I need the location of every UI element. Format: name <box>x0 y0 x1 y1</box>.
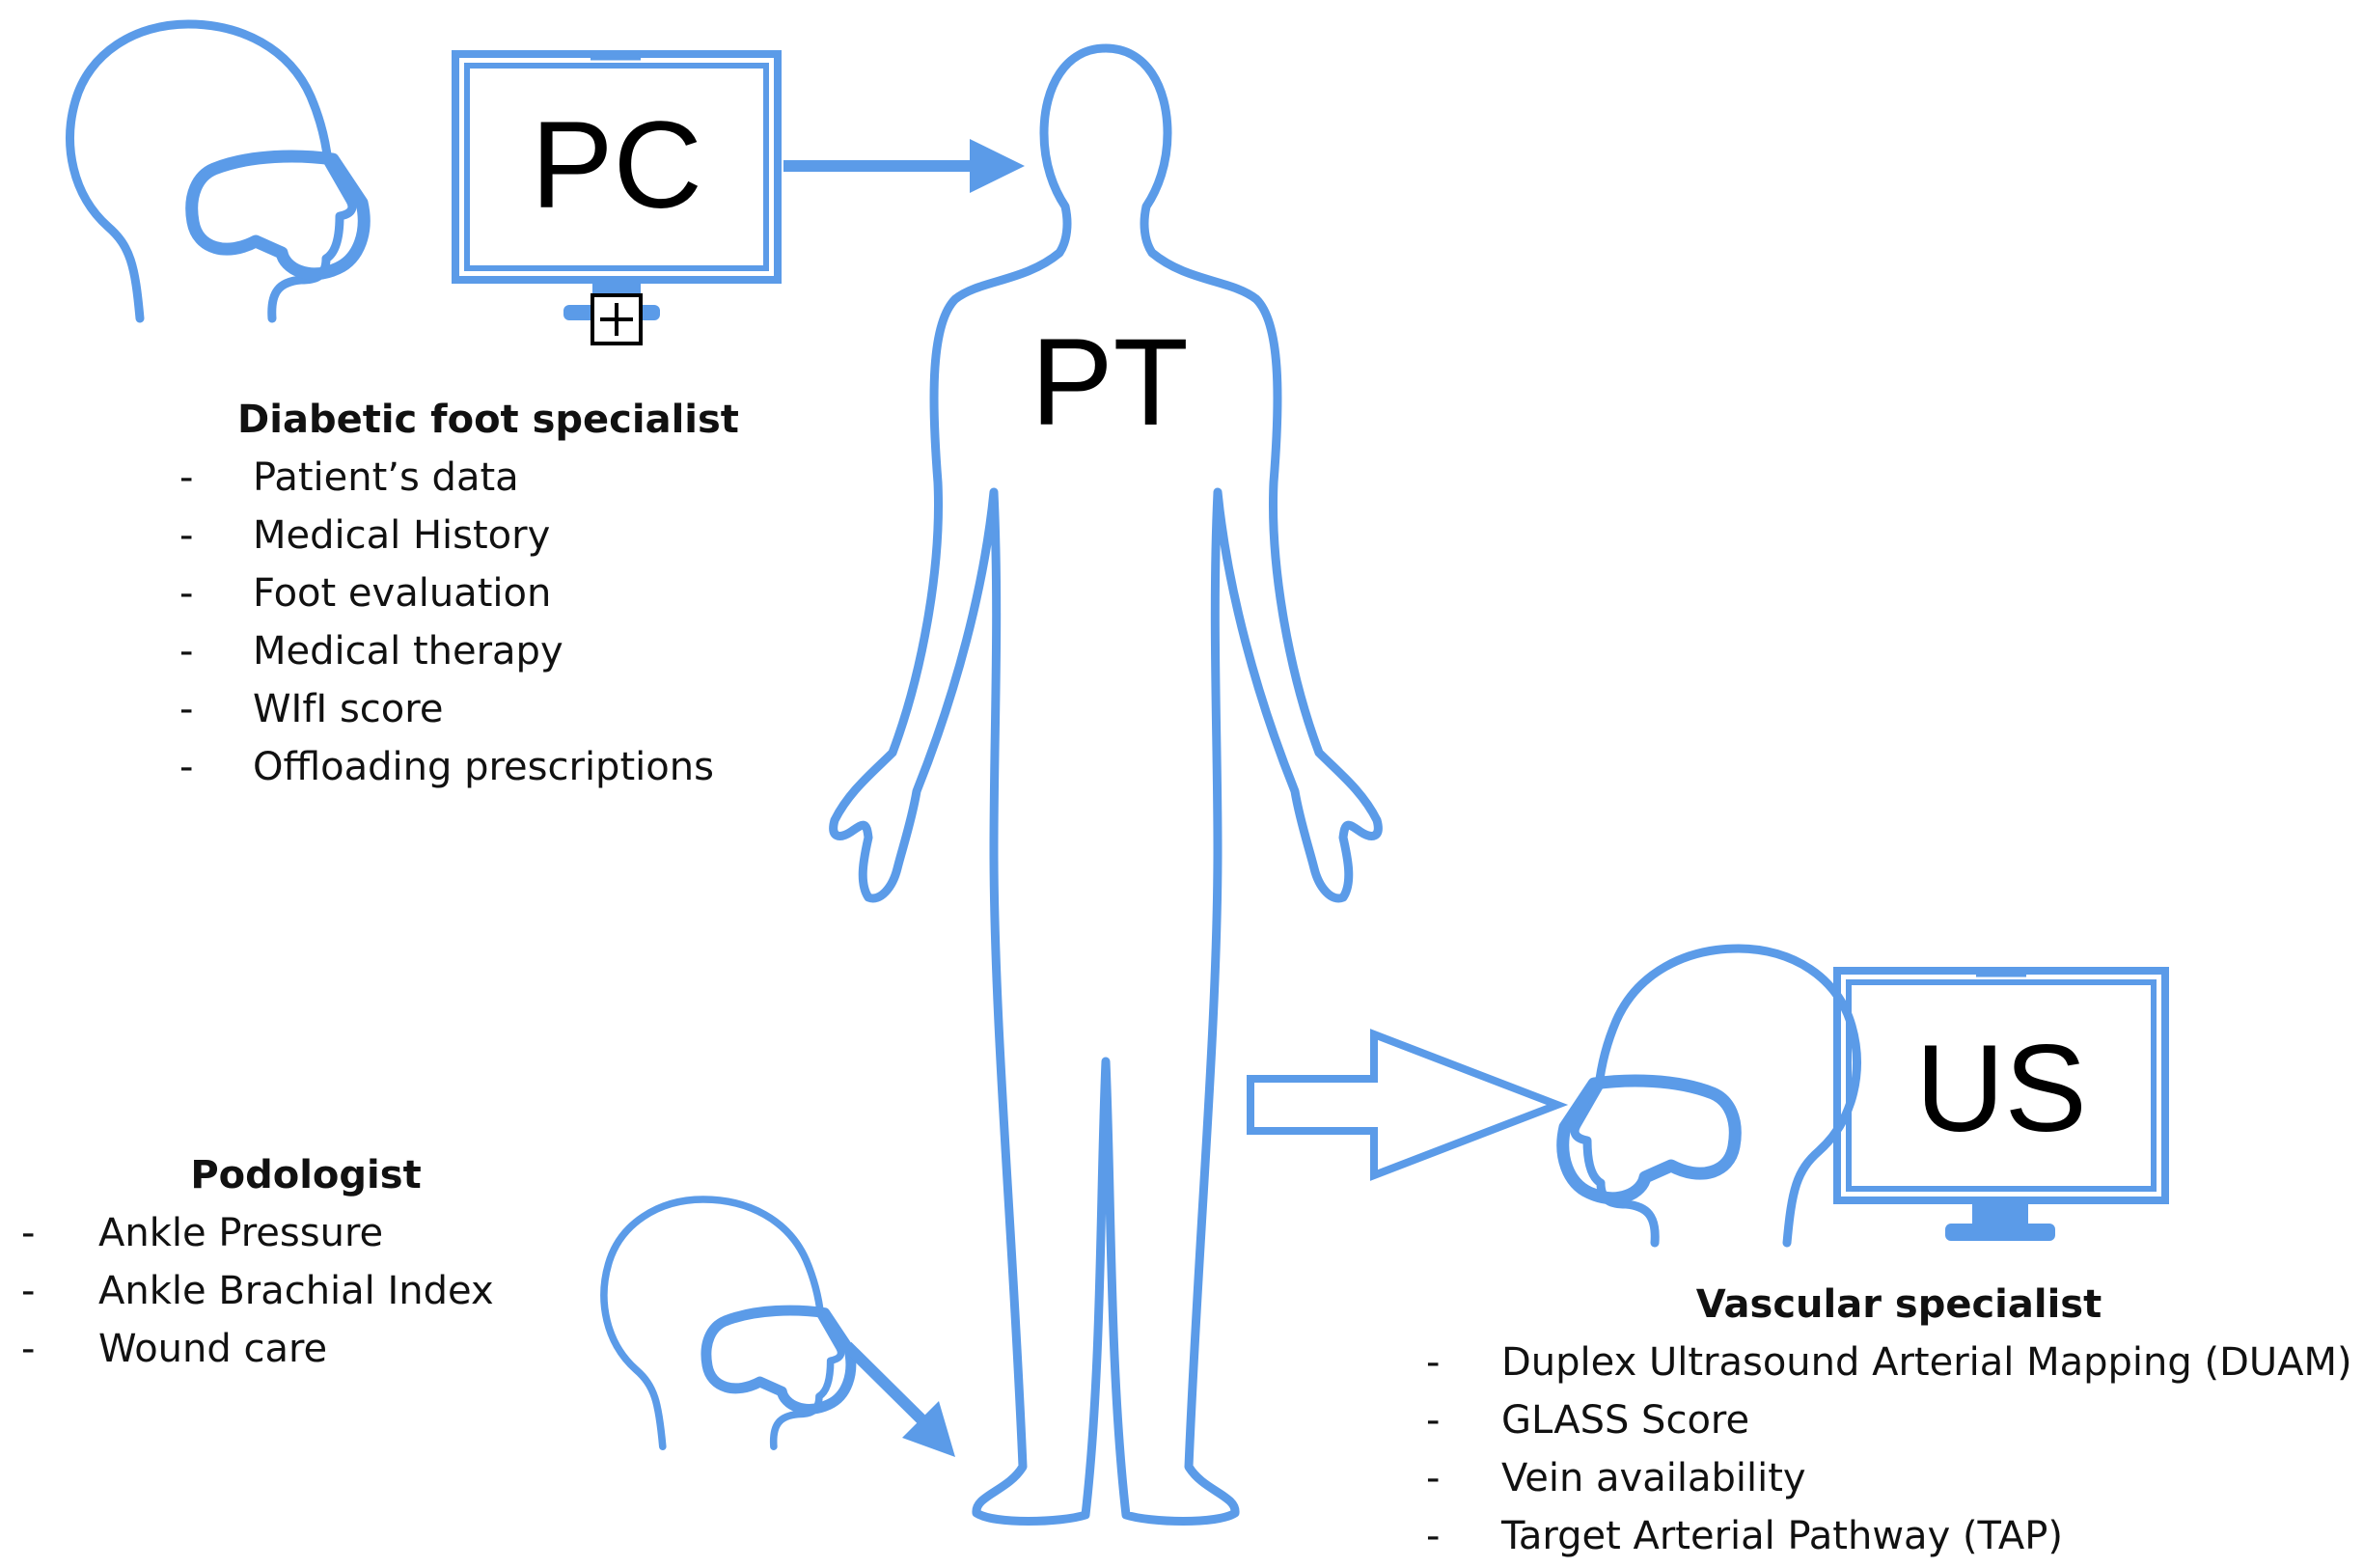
podologist-task-item: - Ankle Pressure <box>21 1204 600 1262</box>
diabetic-task-label: Foot evaluation <box>253 571 552 616</box>
diabetic-task-label: Medical History <box>253 513 551 558</box>
bullet-dash: - <box>179 629 194 674</box>
diabetic-foot-specialist-heading: Diabetic foot specialist <box>237 398 739 442</box>
vascular-task-label: Duplex Ultrasound Arterial Mapping (DUAM… <box>1501 1340 2352 1385</box>
vascular-specialist-heading: Vascular specialist <box>1695 1282 2102 1327</box>
podologist-task-label: Ankle Brachial Index <box>98 1269 494 1313</box>
bullet-dash: - <box>179 687 194 731</box>
vascular-task-item: - GLASS Score <box>1426 1391 2362 1449</box>
diabetic-task-item: - WIfI score <box>179 680 855 738</box>
podologist-task-item: - Wound care <box>21 1320 600 1378</box>
podologist-task-label: Wound care <box>98 1327 328 1371</box>
bullet-dash: - <box>21 1327 36 1371</box>
vascular-specialist-head-icon <box>1563 949 1857 1243</box>
diabetic-task-label: Medical therapy <box>253 629 563 674</box>
pc-label: PC <box>531 96 702 234</box>
us-label: US <box>1915 1020 2087 1158</box>
diabetic-task-list: - Patient’s data - Medical History - Foot eva… <box>179 449 855 796</box>
vascular-task-label: GLASS Score <box>1501 1398 1750 1443</box>
bullet-dash: - <box>21 1269 36 1313</box>
vascular-specialist-block: Vascular specialist - Duplex Ultrasound A… <box>1426 1276 2362 1565</box>
podologist-task-list: - Ankle Pressure - Ankle Brachial Index - Wou… <box>21 1204 600 1378</box>
pc-monitor-icon: PC <box>452 50 782 320</box>
diabetic-task-label: WIfI score <box>253 687 444 731</box>
vascular-task-label: Vein availability <box>1501 1456 1806 1500</box>
pc-to-patient-arrow <box>783 139 1025 193</box>
vascular-task-label: Target Arterial Pathway (TAP) <box>1501 1514 2063 1558</box>
bullet-dash: - <box>179 513 194 558</box>
diabetic-task-item: - Foot evaluation <box>179 564 855 622</box>
podologist-heading: Podologist <box>190 1153 422 1197</box>
bullet-dash: - <box>1426 1398 1441 1443</box>
diabetic-task-item: - Medical therapy <box>179 622 855 680</box>
diabetic-foot-specialist-block: Diabetic foot specialist - Patient’s data… <box>179 391 855 796</box>
bullet-dash: - <box>1426 1340 1441 1385</box>
patient-to-vascular-arrow <box>1247 1029 1569 1181</box>
bullet-dash: - <box>1426 1456 1441 1500</box>
vascular-task-item: - Duplex Ultrasound Arterial Mapping (DUA… <box>1426 1334 2362 1391</box>
vascular-task-item: - Vein availability <box>1426 1449 2362 1507</box>
bullet-dash: - <box>179 745 194 789</box>
diabetic-task-item: - Patient’s data <box>179 449 855 507</box>
podologist-head-icon <box>604 1199 851 1446</box>
vascular-task-item: - Target Arterial Pathway (TAP) <box>1426 1507 2362 1565</box>
patient-body-icon: PT <box>829 43 1383 1526</box>
bullet-dash: - <box>179 571 194 616</box>
vascular-task-list: - Duplex Ultrasound Arterial Mapping (DUA… <box>1426 1334 2362 1565</box>
diabetic-specialist-head-icon <box>70 24 365 318</box>
podologist-task-item: - Ankle Brachial Index <box>21 1262 600 1320</box>
bullet-dash: - <box>1426 1514 1441 1558</box>
expand-plus-icon <box>591 293 643 345</box>
podologist-to-patient-arrow <box>842 1341 955 1457</box>
podologist-task-label: Ankle Pressure <box>98 1211 384 1255</box>
diabetic-task-item: - Offloading prescriptions <box>179 738 855 796</box>
podologist-block: Podologist - Ankle Pressure - Ankle Brachia… <box>21 1146 600 1378</box>
us-monitor-icon: US <box>1833 967 2169 1241</box>
patient-label: PT <box>1030 314 1189 452</box>
bullet-dash: - <box>21 1211 36 1255</box>
bullet-dash: - <box>179 455 194 500</box>
diabetic-task-label: Patient’s data <box>253 455 519 500</box>
diabetic-task-label: Offloading prescriptions <box>253 745 714 789</box>
diabetic-task-item: - Medical History <box>179 507 855 564</box>
